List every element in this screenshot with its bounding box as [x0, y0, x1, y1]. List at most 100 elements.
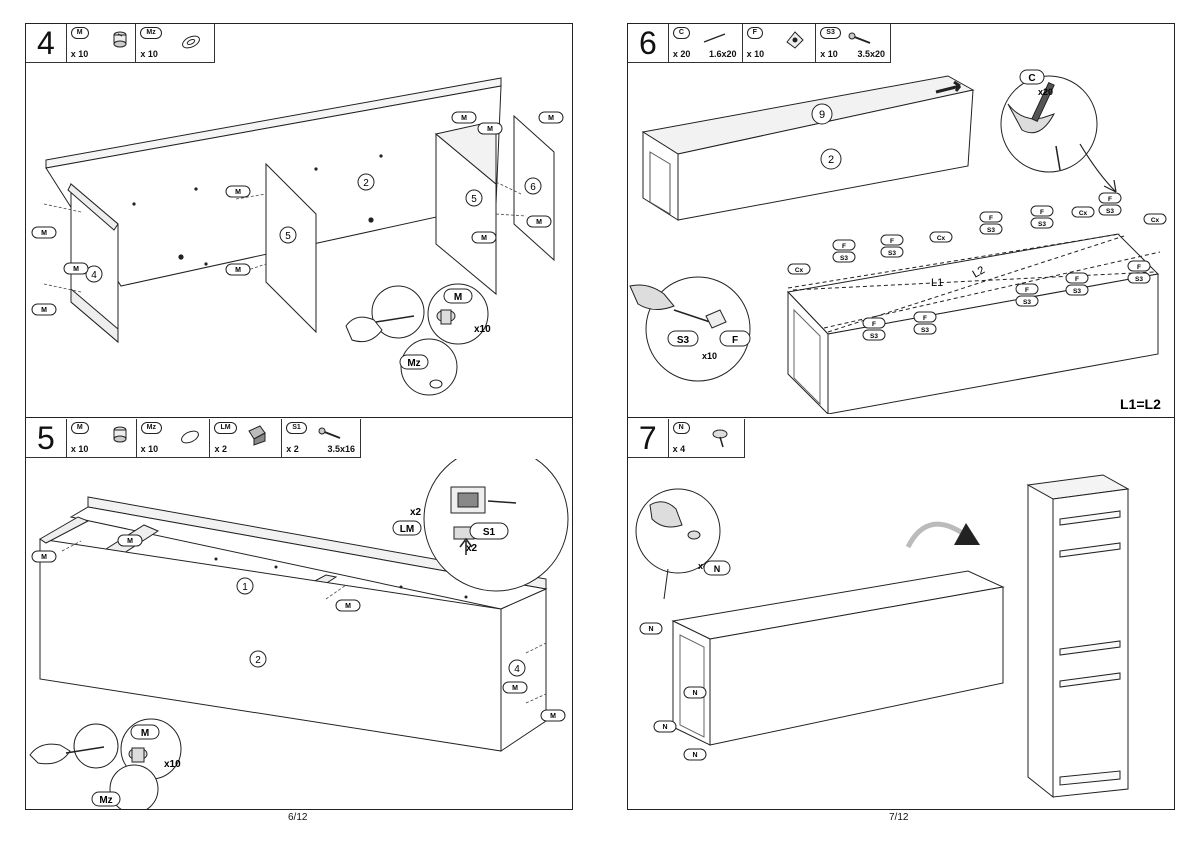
part-dim: 3.5x20 — [857, 49, 885, 59]
callout-s3: S3 — [1038, 221, 1046, 228]
callout-f: F — [1137, 264, 1141, 271]
part-code: S3 — [820, 27, 841, 39]
step-5-number: 5 — [26, 419, 67, 457]
callout-n: N — [714, 564, 721, 574]
callout-m: M — [41, 307, 47, 314]
part-f: F x 10 — [743, 24, 817, 62]
panel-label-4: 4 — [91, 270, 97, 281]
callout-x10: x10 — [702, 351, 717, 361]
callout-m: M — [235, 189, 241, 196]
callout-mz: Mz — [407, 358, 420, 369]
diagonal-l2: L2 — [971, 264, 988, 281]
part-code: LM — [214, 422, 237, 434]
step-4-header: 4 M x 10 Mz x 10 — [26, 24, 215, 63]
callout-f: F — [872, 321, 876, 328]
part-m: M x 10 — [67, 24, 137, 62]
fixing-clip-icon — [785, 31, 804, 49]
callout-x2: x2 — [410, 507, 422, 518]
callout-f: F — [1040, 209, 1044, 216]
part-qty: x 10 — [140, 49, 158, 59]
step-7-number: 7 — [628, 419, 669, 457]
cam-lock-icon — [113, 31, 127, 48]
callout-s3: S3 — [1023, 299, 1031, 306]
step-4-drawing: 2 5 5 4 6 M M M M M M M M M M M — [31, 77, 564, 396]
part-code: S1 — [286, 422, 307, 434]
part-code: Mz — [140, 422, 163, 434]
left-page: 4 M x 10 Mz x 10 — [25, 23, 573, 810]
callout-x10: x10 — [164, 759, 181, 770]
cam-cover-icon — [180, 430, 199, 444]
callout-f: F — [1108, 196, 1112, 203]
callout-m: M — [487, 126, 493, 133]
callout-m: M — [536, 219, 542, 226]
callout-f: F — [923, 315, 927, 322]
callout-f: F — [732, 335, 738, 346]
step-4-number: 4 — [26, 24, 67, 62]
step-7-header: 7 N x 4 — [628, 419, 745, 458]
step-5-drawing: 1 2 4 M M M M M LM S1 x2 x2 M Mz x1 — [29, 459, 569, 809]
callout-cx: Cx — [1079, 210, 1088, 217]
step-6-drawing: 9 2 C x20 L1 L2 — [629, 69, 1167, 414]
callout-m: M — [127, 538, 133, 545]
panel-label-4: 4 — [514, 664, 520, 675]
callout-m: M — [41, 554, 47, 561]
callout-s3: S3 — [987, 227, 995, 234]
callout-f: F — [842, 243, 846, 250]
part-code: M — [70, 27, 89, 39]
callout-s3: S3 — [840, 255, 848, 262]
callout-x10: x10 — [474, 324, 491, 335]
panel-label-2: 2 — [363, 178, 369, 189]
callout-m: M — [461, 115, 467, 122]
part-dim: 1.6x20 — [709, 49, 737, 59]
cam-lock-icon — [113, 426, 127, 443]
step-5-header: 5 M x 10 Mz x 10 LM x 2 S1 x 2 3.5x16 — [26, 419, 361, 458]
callout-mz: Mz — [99, 795, 112, 806]
panel-label-6: 6 — [530, 182, 536, 193]
callout-f: F — [1025, 287, 1029, 294]
part-qty: x 10 — [140, 444, 159, 454]
panel-label-5: 5 — [471, 194, 477, 205]
part-qty: x 10 — [820, 49, 838, 59]
part-qty: x 10 — [70, 49, 89, 59]
page-number: 7/12 — [889, 812, 909, 823]
callout-m: M — [41, 230, 47, 237]
detail-hammer — [1000, 75, 1098, 173]
callout-m: M — [481, 235, 487, 242]
callout-m: M — [235, 267, 241, 274]
callout-s1: S1 — [483, 527, 496, 538]
part-code: F — [746, 27, 763, 39]
callout-m: M — [345, 603, 351, 610]
screw-icon — [318, 427, 341, 439]
glide-nail-icon — [712, 429, 728, 448]
callout-cx: Cx — [1151, 217, 1160, 224]
callout-s3: S3 — [870, 333, 878, 340]
part-code: Mz — [140, 27, 162, 39]
panel-label-1: 1 — [242, 582, 248, 593]
callout-m: M — [454, 292, 462, 303]
callout-f: F — [890, 238, 894, 245]
callout-n: N — [692, 752, 697, 759]
callout-n: N — [648, 626, 653, 633]
callout-s3: S3 — [921, 327, 929, 334]
callout-n: N — [692, 690, 697, 697]
cam-cover-icon — [182, 35, 201, 49]
panel-label-2: 2 — [255, 655, 261, 666]
step-divider — [628, 417, 1174, 419]
step-6-number: 6 — [628, 24, 669, 62]
callout-s3: S3 — [677, 335, 690, 346]
part-n: N x 4 — [669, 419, 744, 457]
part-qty: x 2 — [214, 444, 227, 454]
callout-m: M — [141, 728, 149, 739]
callout-m: M — [548, 115, 554, 122]
callout-cx: Cx — [937, 235, 946, 242]
part-qty: x 4 — [672, 444, 686, 454]
part-s3: S3 x 10 3.5x20 — [816, 24, 890, 62]
part-code: M — [70, 422, 89, 434]
cam-cover-icon — [429, 379, 443, 389]
part-c: C x 20 1.6x20 — [669, 24, 743, 62]
part-mz: Mz x 10 — [137, 419, 211, 457]
callout-cx: Cx — [795, 267, 804, 274]
callout-s3: S3 — [1135, 276, 1143, 283]
callout-m: M — [73, 266, 79, 273]
callout-f: F — [989, 215, 993, 222]
